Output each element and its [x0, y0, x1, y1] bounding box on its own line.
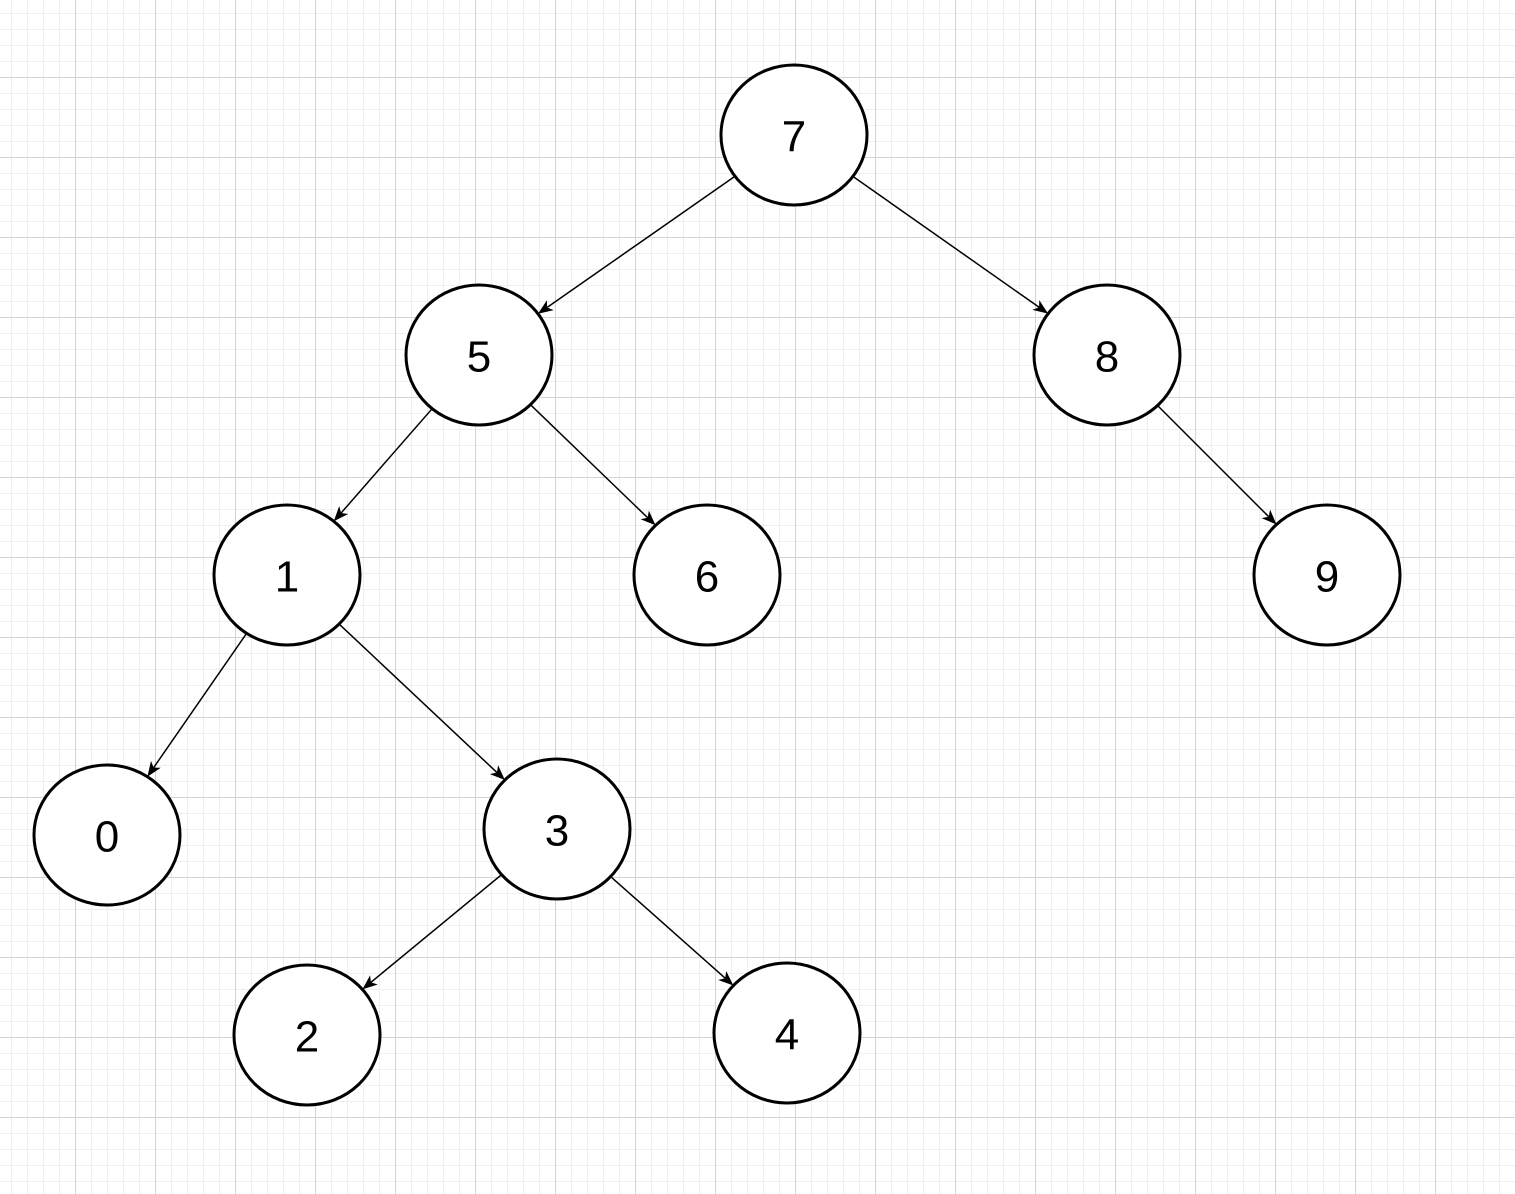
node-1-label: 1	[275, 553, 299, 602]
node-9-label: 9	[1315, 553, 1339, 602]
arrow-head-icon	[1261, 509, 1277, 525]
arrow-head-icon	[538, 300, 554, 314]
node-8[interactable]: 8	[1032, 283, 1182, 427]
arrow-head-icon	[718, 971, 734, 986]
node-2-circle	[232, 963, 382, 1107]
edge-line	[153, 632, 248, 769]
node-3-label: 3	[545, 807, 569, 856]
node-3-circle	[482, 757, 632, 901]
edge-3-to-4	[610, 875, 734, 986]
edge-7-to-5	[538, 175, 736, 314]
node-8-label: 8	[1095, 333, 1119, 382]
arrow-head-icon	[333, 506, 349, 522]
edge-1-to-3	[338, 623, 505, 780]
node-9-circle	[1252, 503, 1402, 647]
edge-5-to-1	[333, 408, 433, 522]
edge-1-to-0	[147, 632, 248, 777]
edge-line	[370, 874, 503, 983]
arrow-head-icon	[362, 975, 378, 990]
node-7-label: 7	[782, 113, 806, 162]
node-6-label: 6	[695, 553, 719, 602]
node-3[interactable]: 3	[482, 757, 632, 901]
edge-7-to-8	[852, 175, 1049, 314]
nodes-layer: 7 5 8 1 6 9 0	[32, 63, 1402, 1107]
arrow-head-icon	[147, 760, 161, 777]
node-0[interactable]: 0	[32, 763, 182, 907]
edges-layer	[147, 175, 1277, 990]
node-9[interactable]: 9	[1252, 503, 1402, 647]
edge-8-to-9	[1156, 404, 1277, 525]
edge-line	[610, 875, 726, 979]
edge-5-to-6	[529, 404, 656, 526]
node-5-circle	[404, 283, 554, 427]
node-5[interactable]: 5	[404, 283, 554, 427]
node-8-circle	[1032, 283, 1182, 427]
node-0-label: 0	[95, 813, 119, 862]
edge-line	[1156, 404, 1270, 518]
node-0-circle	[32, 763, 182, 907]
node-1-circle	[212, 503, 362, 647]
arrow-head-icon	[640, 510, 656, 526]
edge-line	[338, 623, 498, 773]
edge-3-to-2	[362, 874, 503, 990]
arrow-head-icon	[489, 765, 505, 780]
node-2-label: 2	[295, 1013, 319, 1062]
edge-line	[340, 408, 433, 514]
node-4-label: 4	[775, 1011, 799, 1060]
arrow-head-icon	[1032, 300, 1049, 314]
node-4[interactable]: 4	[712, 961, 862, 1105]
node-1[interactable]: 1	[212, 503, 362, 647]
node-5-label: 5	[467, 333, 491, 382]
node-7-circle	[719, 63, 869, 207]
node-7[interactable]: 7	[719, 63, 869, 207]
node-2[interactable]: 2	[232, 963, 382, 1107]
node-4-circle	[712, 961, 862, 1105]
node-6[interactable]: 6	[632, 503, 782, 647]
node-6-circle	[632, 503, 782, 647]
edge-line	[529, 404, 649, 519]
edge-line	[852, 175, 1040, 308]
edge-line	[546, 175, 736, 309]
